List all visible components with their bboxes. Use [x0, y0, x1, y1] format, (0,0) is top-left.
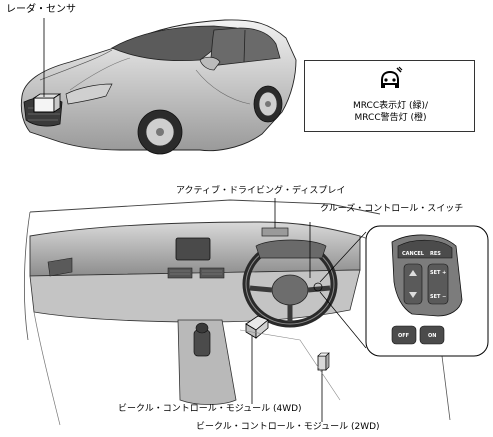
active-driving-display-label: アクティブ・ドライビング・ディスプレイ — [176, 186, 346, 196]
left-vent — [47, 257, 73, 277]
center-vent-right — [199, 267, 225, 279]
side-windows — [209, 27, 281, 67]
res-button-label: RES — [430, 251, 441, 257]
set-plus-label: SET + — [430, 270, 446, 276]
off-button-label: OFF — [398, 333, 409, 339]
gear-shifter — [193, 322, 211, 357]
radar-sensor-label: レーダ・センサ — [6, 4, 76, 15]
vehicle-module-4wd-label: ビークル・コントロール・モジュール (4WD) — [118, 404, 302, 414]
rear-wheel — [253, 85, 283, 123]
active-driving-display — [261, 227, 289, 237]
car-exterior — [20, 18, 297, 155]
side-mirror — [199, 56, 221, 71]
on-button — [419, 325, 445, 345]
center-display — [175, 237, 211, 261]
radar-sensor — [33, 97, 55, 113]
center-vent-left — [167, 267, 193, 279]
front-wheel — [137, 109, 183, 155]
headlight — [65, 83, 113, 105]
set-switch — [427, 263, 449, 305]
dashboard-interior — [23, 198, 451, 426]
set-minus-label: SET − — [430, 294, 446, 300]
cancel-button-label: CANCEL — [402, 251, 425, 257]
indicator-box: MRCC表示灯 (緑)/ MRCC警告灯 (橙) — [304, 60, 475, 132]
cruise-switch-callout: CANCEL RES SET + SET − OFF ON — [365, 225, 489, 357]
vehicle-module-2wd-label: ビークル・コントロール・モジュール (2WD) — [196, 422, 380, 432]
distance-switch — [403, 263, 423, 305]
mrcc-warning-label: MRCC警告灯 (橙) — [354, 113, 427, 123]
mrcc-indicator-label: MRCC表示灯 (緑)/ — [352, 101, 429, 111]
off-button — [391, 325, 417, 345]
center-console — [177, 319, 237, 405]
cruise-control-switch-label: クルーズ・コントロール・スイッチ — [320, 204, 464, 214]
mrcc-indicator-icon — [381, 66, 403, 88]
vehicle-module-4wd — [245, 315, 269, 339]
on-button-label: ON — [428, 333, 436, 339]
vehicle-module-2wd — [317, 352, 330, 371]
